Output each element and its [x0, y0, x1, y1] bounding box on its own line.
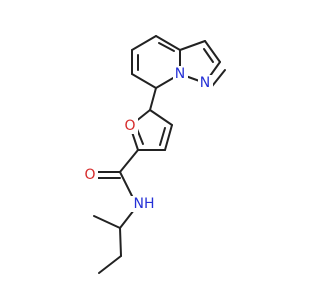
- bond: [119, 227, 122, 257]
- pyrazole-nitrogen-atom: N: [198, 75, 213, 91]
- bond: [131, 35, 157, 51]
- pyrazole-nitrogen-label: N: [200, 75, 210, 91]
- bond: [93, 215, 121, 229]
- bridgehead-nitrogen-atom: N: [173, 66, 188, 82]
- bond-double-inner: [159, 127, 166, 146]
- bond: [204, 40, 221, 63]
- amide-nh-label: NH: [134, 196, 155, 212]
- bond: [149, 109, 173, 126]
- bond-double-inner: [203, 48, 214, 63]
- bond: [149, 87, 157, 111]
- bonds: [92, 35, 226, 274]
- atom-labels: O N N O NH: [83, 66, 213, 212]
- molecule-structure: O N N O NH: [83, 35, 226, 274]
- bond: [131, 73, 157, 89]
- bond: [119, 209, 135, 229]
- bridgehead-nitrogen-label: N: [175, 66, 185, 82]
- bond: [179, 40, 206, 51]
- carbonyl-oxygen-label: O: [84, 167, 95, 183]
- ring-oxygen-atom: O: [123, 118, 138, 134]
- amide-nitrogen-atom: NH: [130, 196, 158, 212]
- carbonyl-oxygen-atom: O: [83, 167, 98, 183]
- bond: [155, 35, 181, 51]
- bond: [119, 149, 139, 173]
- bond: [164, 124, 173, 151]
- ring-oxygen-label: O: [124, 118, 135, 134]
- bond: [98, 255, 122, 274]
- bond: [119, 171, 135, 201]
- bond-double-inner: [158, 42, 175, 52]
